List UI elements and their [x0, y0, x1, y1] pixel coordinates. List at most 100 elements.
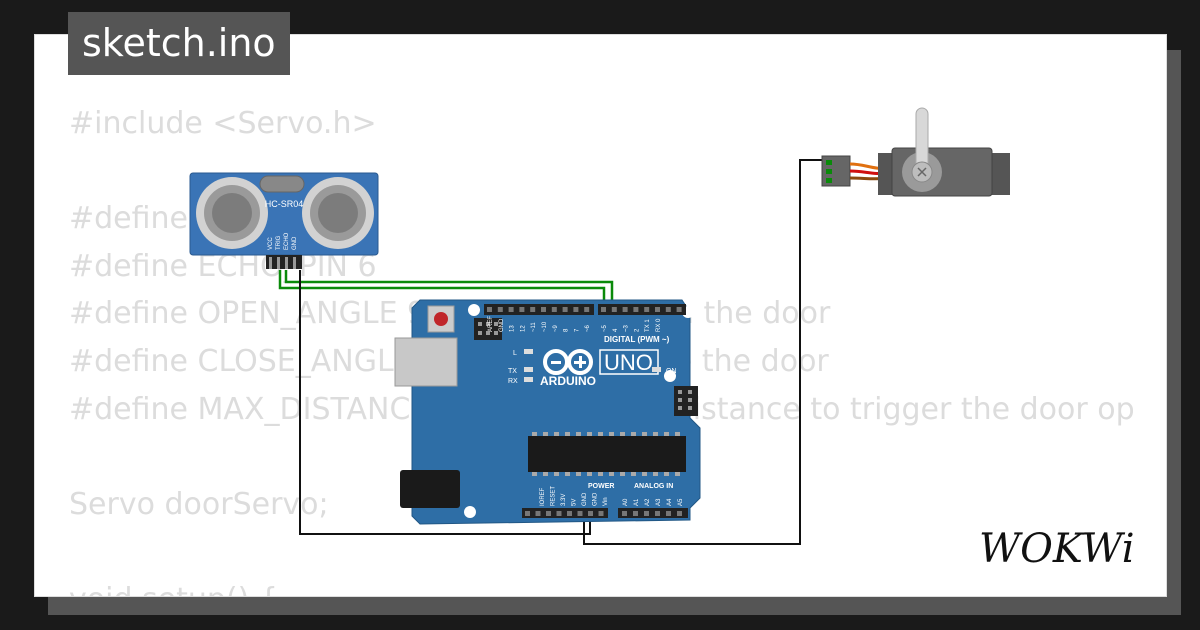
pin-hole[interactable]: [601, 307, 606, 312]
power-pin-label: RESET: [551, 486, 557, 506]
power-pin-label: Vin: [603, 497, 609, 506]
power-pin-label: 5V: [572, 499, 578, 506]
pin-hole[interactable]: [611, 307, 617, 312]
chip-pin: [598, 472, 603, 476]
chip-pin: [631, 432, 636, 436]
digital-pin-label: 13: [510, 325, 516, 332]
pin-hole[interactable]: [665, 307, 671, 312]
digital-pin-label: 7: [574, 328, 580, 332]
led-l-label: L: [513, 350, 517, 357]
sensor-pin-label: GND: [292, 236, 298, 250]
digital-pin-label: 4: [613, 328, 619, 332]
chip-pin: [565, 432, 570, 436]
file-tab-label: sketch.ino: [82, 21, 276, 65]
pin-hole[interactable]: [622, 511, 627, 516]
chip-pin: [620, 472, 625, 476]
led-rx: [524, 377, 533, 382]
analog-pin-label: A5: [678, 498, 684, 506]
pin-hole[interactable]: [562, 307, 568, 312]
pin-hole[interactable]: [577, 511, 583, 516]
pin-hole[interactable]: [567, 511, 572, 516]
digital-pin-label: AREF: [488, 316, 494, 332]
chip-pin: [565, 472, 570, 476]
pin-hole[interactable]: [535, 511, 541, 516]
pin-hole[interactable]: [588, 511, 593, 516]
chip-pin: [642, 432, 647, 436]
arduino-logo: [543, 349, 593, 375]
pin-hole[interactable]: [584, 307, 590, 312]
chip-pin: [609, 472, 614, 476]
chip-pin: [653, 432, 658, 436]
pin-hole[interactable]: [655, 511, 660, 516]
usb-connector: [394, 337, 458, 387]
pin-hole[interactable]: [633, 307, 639, 312]
analog-header: ANALOG IN: [634, 483, 673, 490]
code-background: #include <Servo.h>#define TRIG_PIN 7#def…: [69, 100, 1135, 596]
chip-pin: [587, 432, 592, 436]
pin-hole[interactable]: [530, 307, 536, 312]
chip-pin: [532, 472, 537, 476]
pin-hole[interactable]: [556, 511, 562, 516]
chip-pin: [631, 472, 636, 476]
code-line: Servo doorServo;: [69, 486, 329, 522]
code-line: #include <Servo.h>: [69, 106, 377, 141]
digital-pin-label: ~3: [624, 324, 630, 332]
sensor-pin-label: ECHO: [284, 232, 290, 250]
chip-pin: [543, 432, 548, 436]
digital-pin-label: ~9: [553, 324, 559, 332]
led-tx-label: TX: [508, 368, 517, 375]
pin-hole[interactable]: [519, 307, 525, 312]
wire-gnd-sensor[interactable]: [299, 270, 591, 535]
chip-pin: [653, 472, 658, 476]
pin-hole[interactable]: [541, 307, 546, 312]
analog-pin-label: A2: [645, 498, 651, 506]
pin-hole[interactable]: [546, 511, 551, 516]
chip-pin: [543, 472, 548, 476]
chip-pin: [664, 432, 669, 436]
wokwi-logo-text: WOKWi: [979, 526, 1135, 572]
pin-hole[interactable]: [598, 511, 604, 516]
chip-pin: [620, 432, 625, 436]
wire-trig[interactable]: [284, 270, 614, 311]
digital-pin-label: ~10: [542, 321, 548, 332]
sensor-pin-label: VCC: [268, 237, 274, 250]
file-tab[interactable]: sketch.ino: [68, 12, 290, 75]
pin-hole[interactable]: [573, 307, 579, 312]
power-pin-label: GND: [593, 492, 599, 506]
pin-hole[interactable]: [551, 307, 557, 312]
digital-pin-label: GND: [499, 318, 505, 332]
pin-hole[interactable]: [655, 307, 660, 312]
digital-pin-label: 2: [634, 328, 640, 332]
power-pin-label: IOREF: [540, 487, 546, 506]
pin-hole[interactable]: [666, 511, 671, 516]
pin-hole[interactable]: [676, 307, 682, 312]
pin-hole[interactable]: [497, 307, 503, 312]
reset-button[interactable]: [434, 312, 448, 326]
pin-hole[interactable]: [508, 307, 514, 312]
digital-pin-label: RX 0: [656, 318, 662, 332]
pin-hole[interactable]: [622, 307, 628, 312]
led-tx: [524, 367, 533, 372]
analog-pin-label: A4: [667, 498, 673, 506]
pin-hole[interactable]: [644, 307, 650, 312]
pin-hole[interactable]: [644, 511, 649, 516]
board-model: UNO: [604, 350, 653, 375]
chip-pin: [642, 472, 647, 476]
power-pin-label: GND: [582, 492, 588, 506]
pin-hole[interactable]: [525, 511, 530, 516]
pin-hole[interactable]: [487, 307, 492, 312]
analog-pin-label: A1: [634, 498, 640, 506]
chip-pin: [576, 432, 581, 436]
chip-pin: [598, 432, 603, 436]
pin-hole[interactable]: [677, 511, 682, 516]
pin-hole[interactable]: [633, 511, 638, 516]
servo-motor[interactable]: [821, 107, 1010, 197]
analog-pin-label: A3: [656, 498, 662, 506]
wire-servo[interactable]: [583, 159, 826, 545]
